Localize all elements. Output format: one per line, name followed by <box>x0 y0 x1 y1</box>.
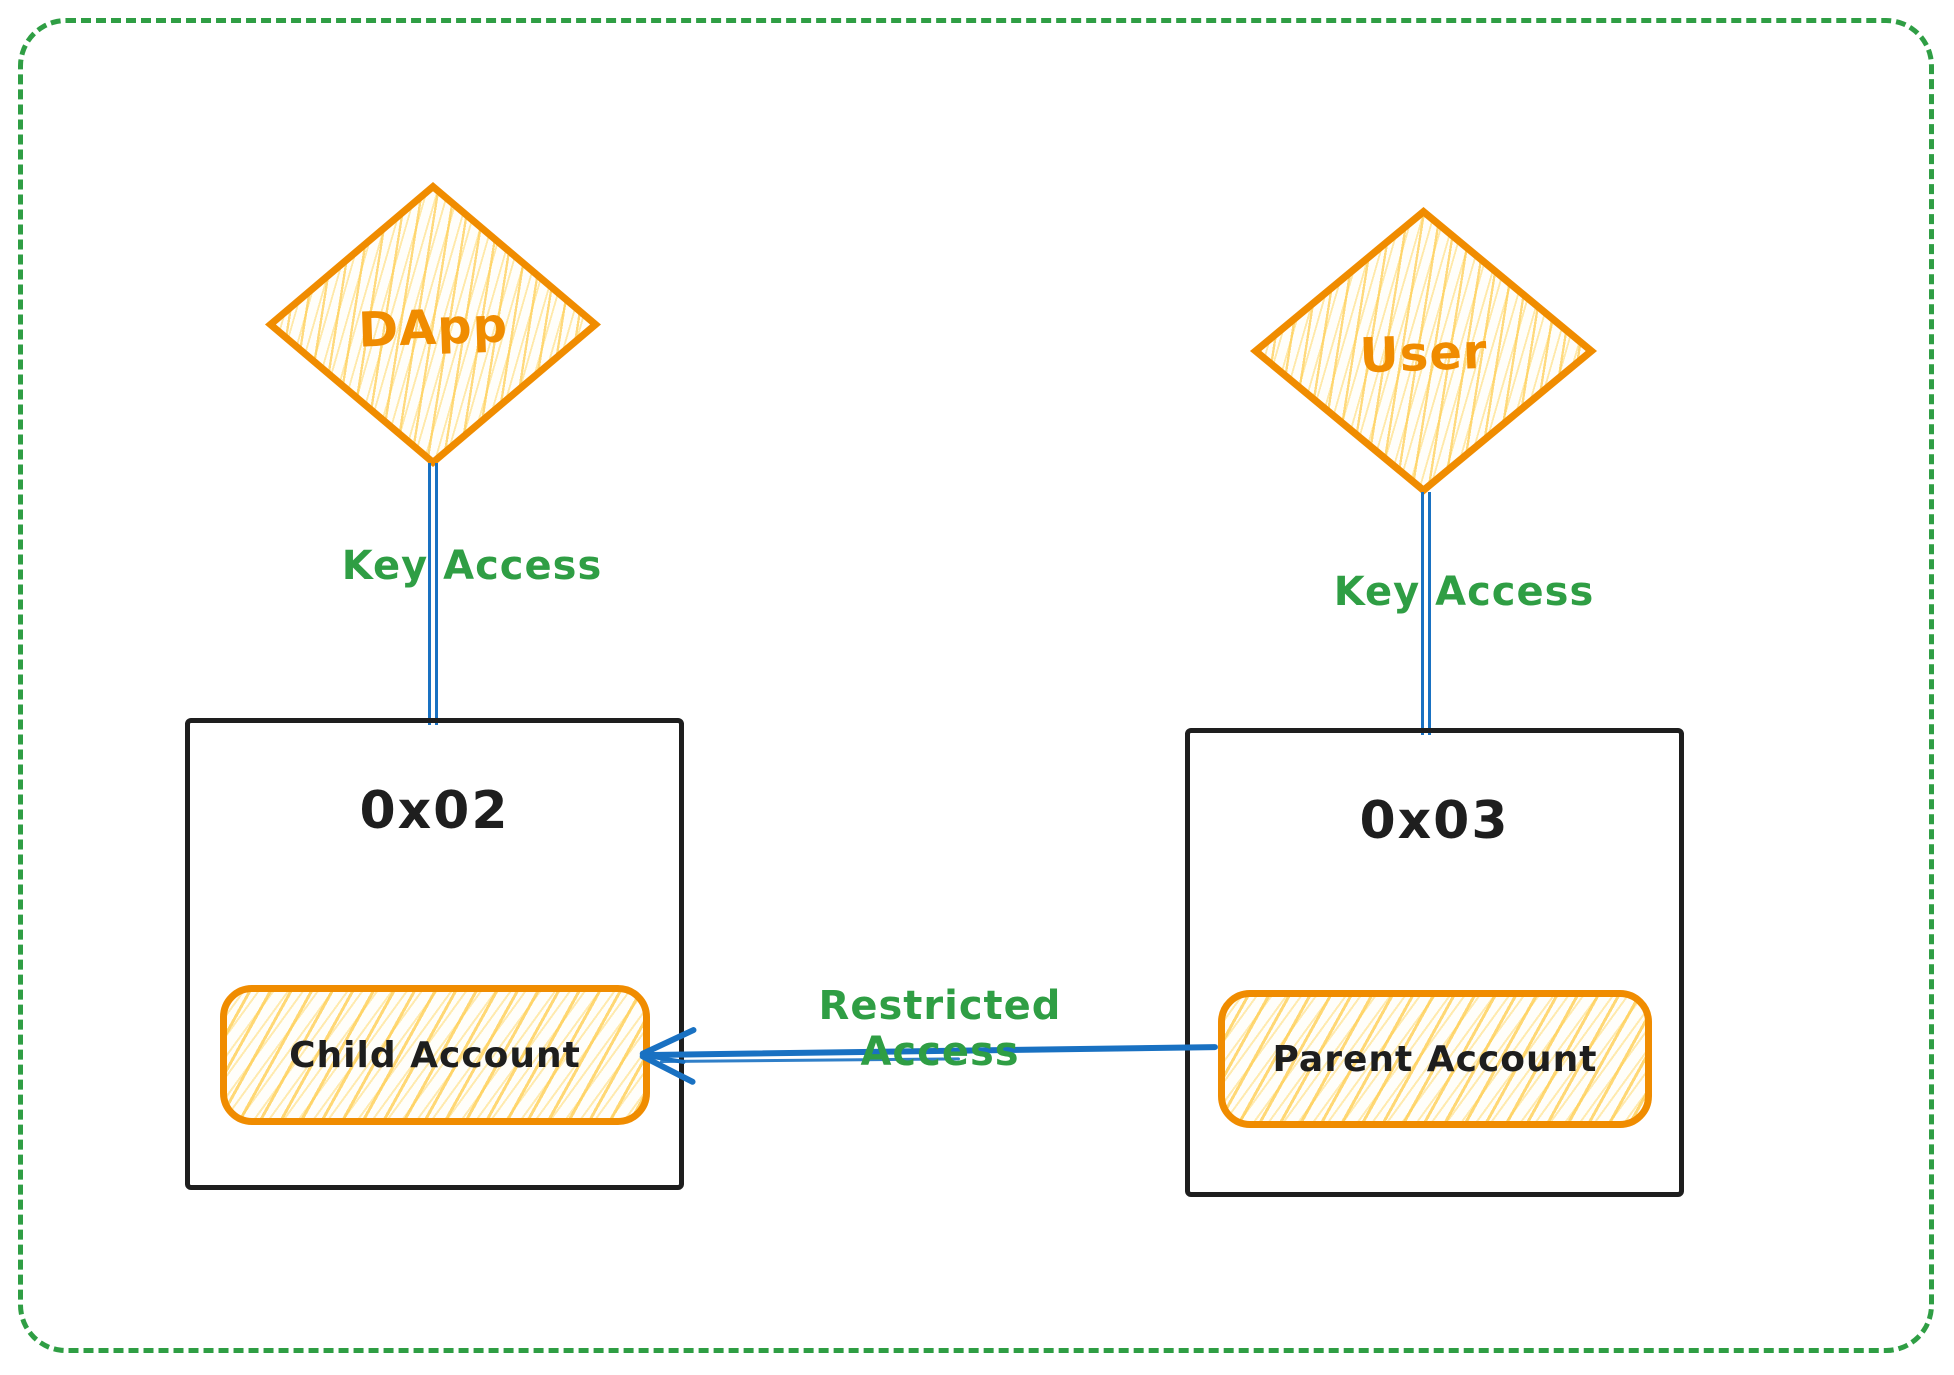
parent-account-label: Parent Account <box>1272 1038 1598 1080</box>
wallet-box-0x02: 0x02 <box>185 718 684 1190</box>
dashed-boundary <box>18 18 1934 1353</box>
restricted-access-label: Restricted Access <box>818 983 1062 1075</box>
user-key-access-connector <box>1421 492 1431 735</box>
wallet-address-0x02: 0x02 <box>359 781 510 841</box>
child-account-label: Child Account <box>289 1034 581 1076</box>
parent-account-pill: Parent Account <box>1218 990 1652 1128</box>
wallet-box-0x03: 0x03 <box>1185 728 1684 1197</box>
key-access-label-right: Key Access <box>1333 569 1595 615</box>
dapp-key-access-connector <box>428 463 438 725</box>
child-account-pill: Child Account <box>220 985 650 1125</box>
key-access-label-left: Key Access <box>341 543 603 589</box>
wallet-address-0x03: 0x03 <box>1359 791 1510 851</box>
